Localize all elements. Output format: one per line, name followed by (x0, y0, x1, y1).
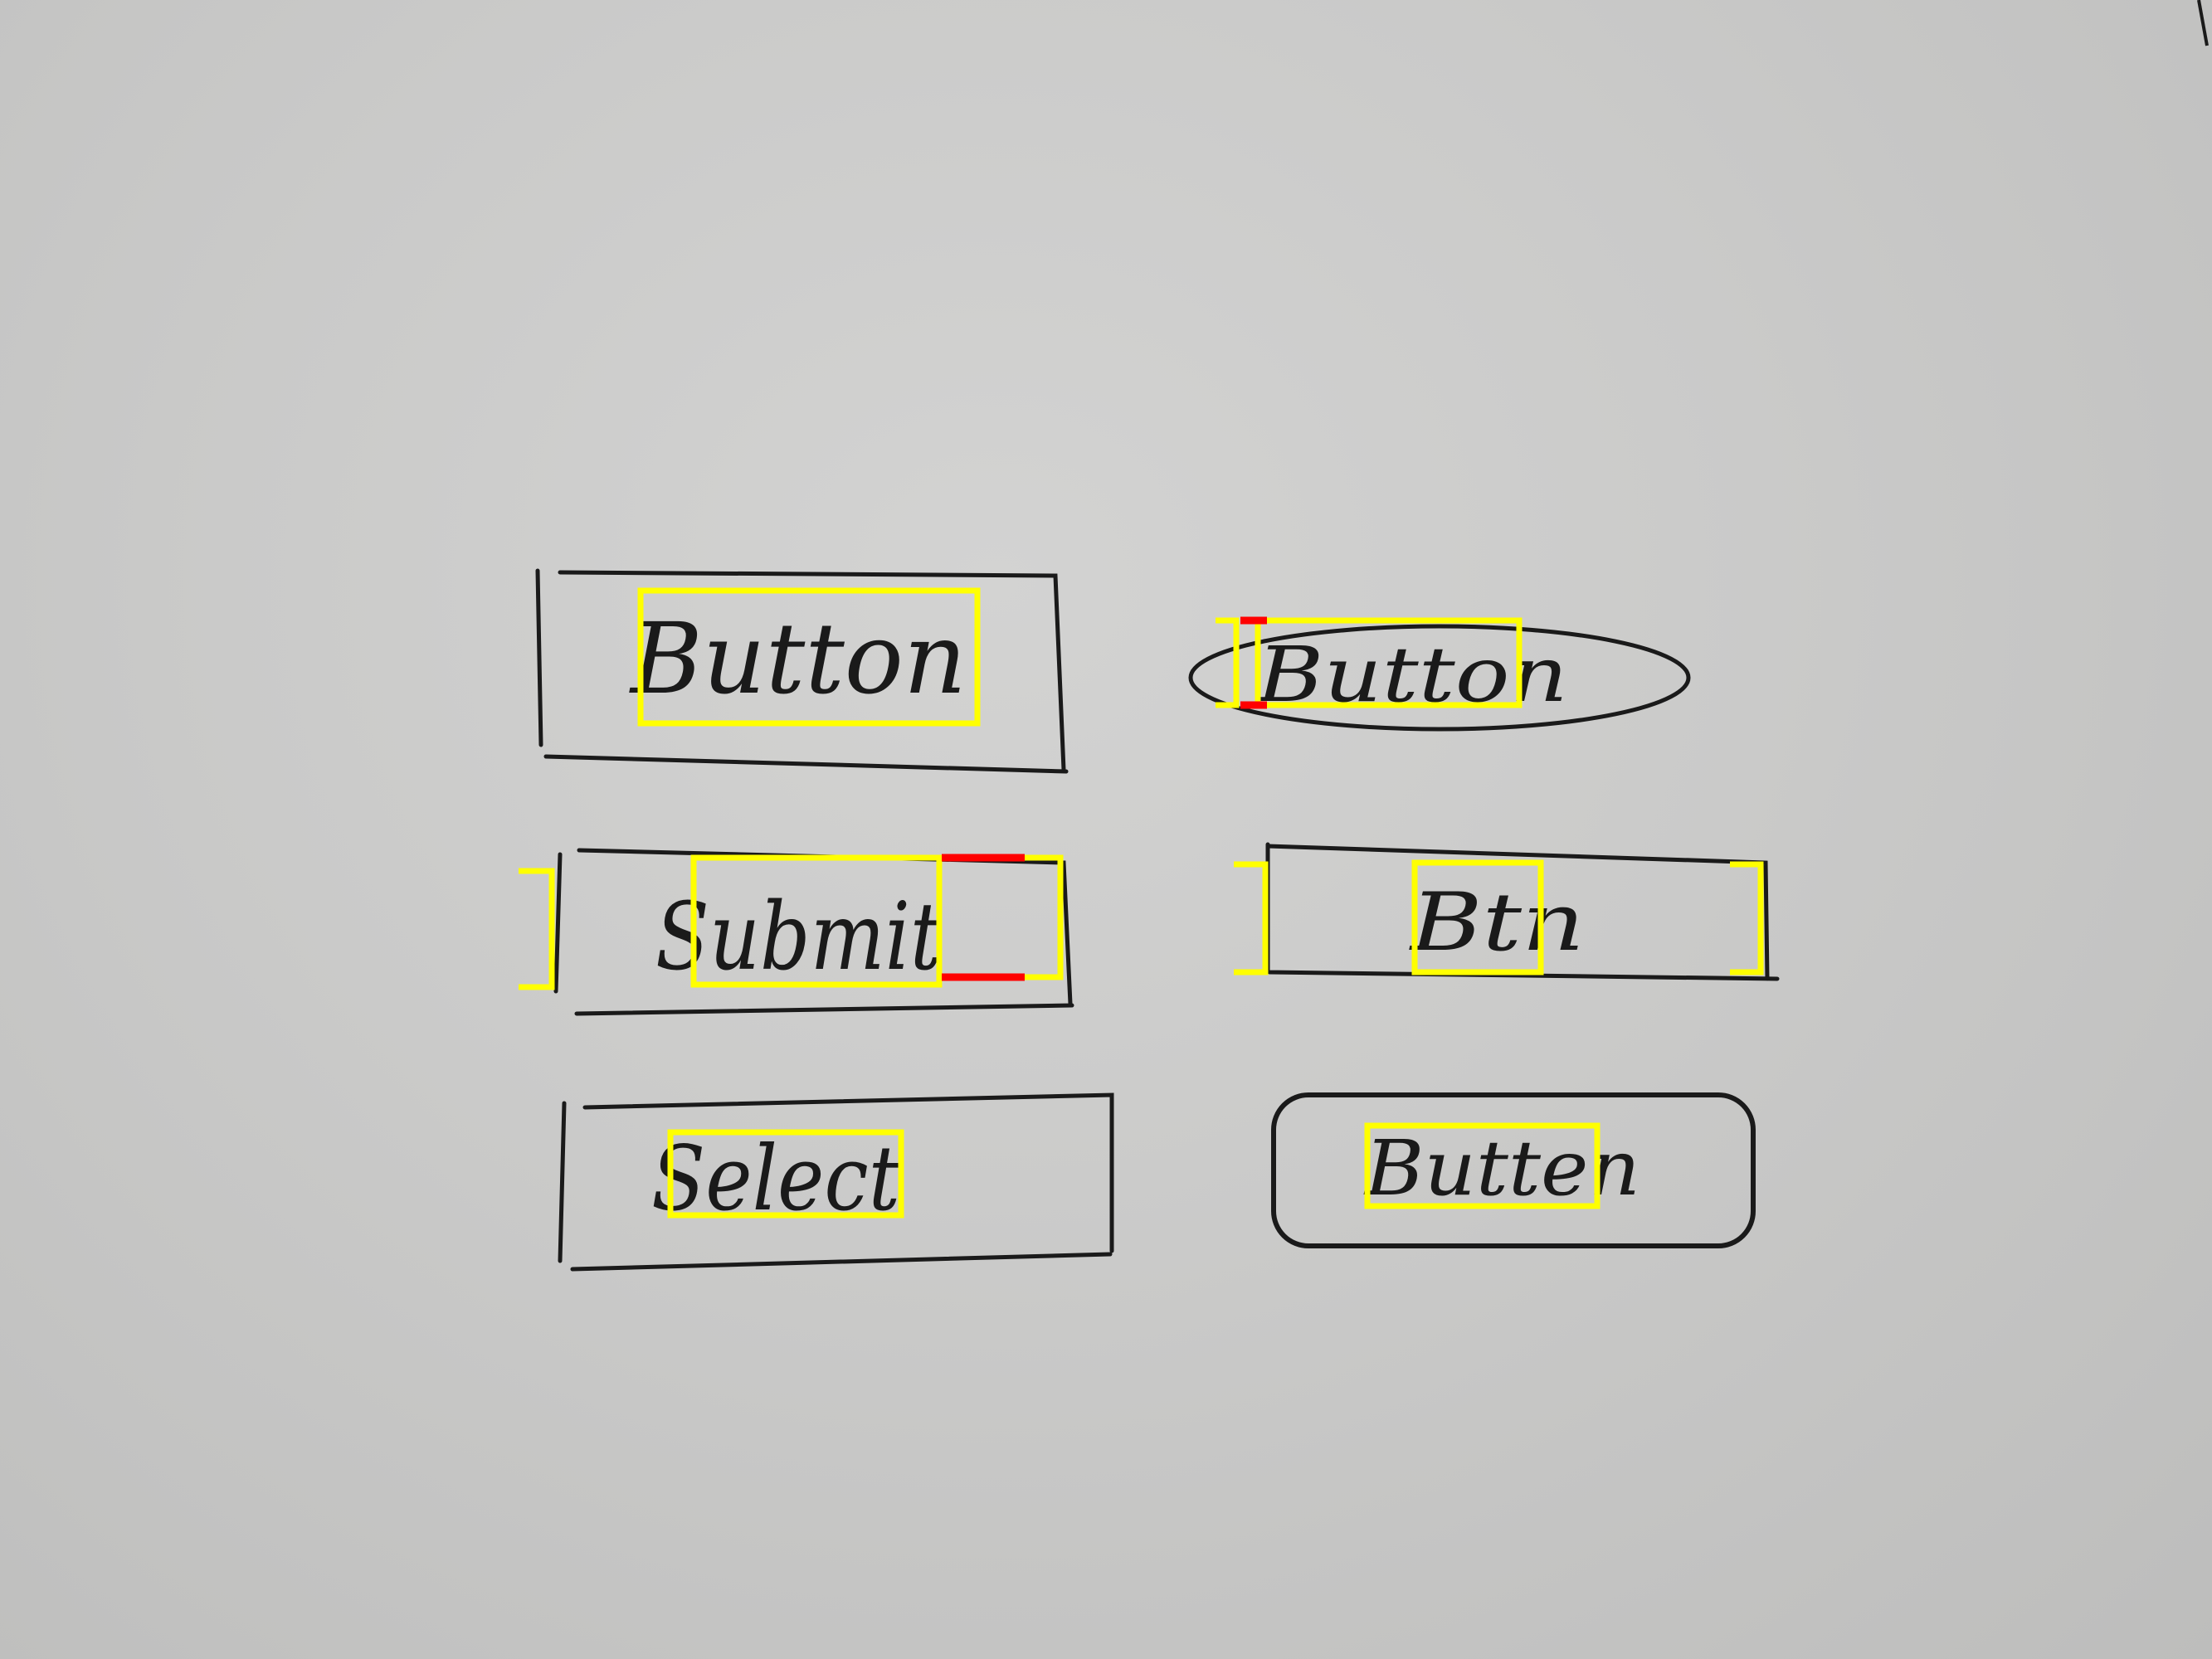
btn-label: Btn (1409, 876, 1585, 969)
button-3-label: Butten (1363, 1124, 1640, 1213)
submit-label: Submit (655, 883, 943, 991)
corner-pen-mark (2197, 0, 2209, 46)
button-2-left-bracket (1216, 617, 1240, 708)
button-3-text-highlight-box (1364, 1122, 1601, 1209)
select-outline (558, 1092, 1114, 1272)
btn-right-bracket (1730, 861, 1764, 975)
btn-left-bracket (1234, 861, 1269, 975)
submit-error-mark (942, 854, 1025, 981)
submit-text-highlight-box (690, 854, 943, 988)
sketch-button-3[interactable]: Butten (1271, 1092, 1756, 1248)
button-2-outline (1188, 624, 1691, 732)
sketch-btn-button[interactable]: Btn (1234, 842, 1780, 981)
btn-text-highlight-box (1411, 859, 1544, 975)
submit-outline (553, 848, 1074, 1016)
button-1-outline (535, 568, 1069, 774)
button-3-outline (1271, 1092, 1756, 1248)
button-1-text-highlight-box (637, 587, 981, 727)
sketch-submit-button[interactable]: Submit (519, 848, 1074, 1016)
button-1-label: Button (629, 601, 967, 716)
sketch-select-button[interactable]: Select (558, 1092, 1114, 1272)
sketch-button-1[interactable]: Button (535, 568, 1069, 774)
button-2-error-mark (1240, 616, 1267, 709)
select-text-highlight-box (667, 1129, 904, 1219)
submit-right-bracket (1025, 854, 1064, 980)
button-2-text-highlight-box (1255, 617, 1523, 708)
submit-left-bracket (519, 868, 555, 990)
sketch-button-2[interactable]: Button (1188, 616, 1691, 732)
